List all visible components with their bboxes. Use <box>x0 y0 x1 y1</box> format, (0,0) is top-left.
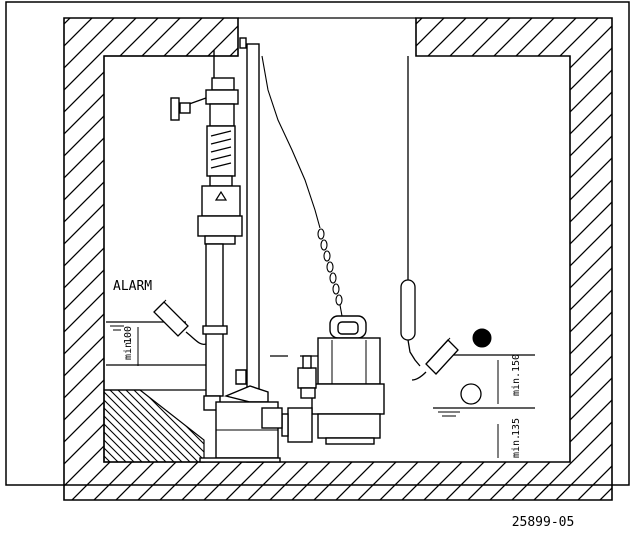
dimension-right-bottom: 135 <box>511 418 522 436</box>
min-label-left: min. <box>123 336 134 360</box>
min-label-right-top: min. <box>511 372 522 396</box>
dimension-right-top: 150 <box>511 354 522 372</box>
lifting-chain <box>261 55 343 317</box>
dimension-left: 100 <box>123 326 134 344</box>
valve-handle-icon <box>170 97 207 121</box>
float-ball-icon <box>472 328 492 348</box>
drawing-number: 25899-05 <box>512 515 575 530</box>
start-level-sensor <box>411 337 459 381</box>
float-ball-outline-icon <box>460 383 482 405</box>
alarm-level-sensor <box>153 299 207 346</box>
submersible-pump <box>281 315 385 445</box>
alarm-label: ALARM <box>113 279 152 294</box>
water-level-right <box>270 354 535 458</box>
auto-coupling-base <box>199 369 283 463</box>
discharge-pipe <box>197 50 243 397</box>
min-label-right-bottom: min. <box>511 434 522 458</box>
sloped-floor <box>103 389 205 463</box>
float-switch <box>400 56 421 367</box>
check-valve-icon <box>214 190 228 201</box>
